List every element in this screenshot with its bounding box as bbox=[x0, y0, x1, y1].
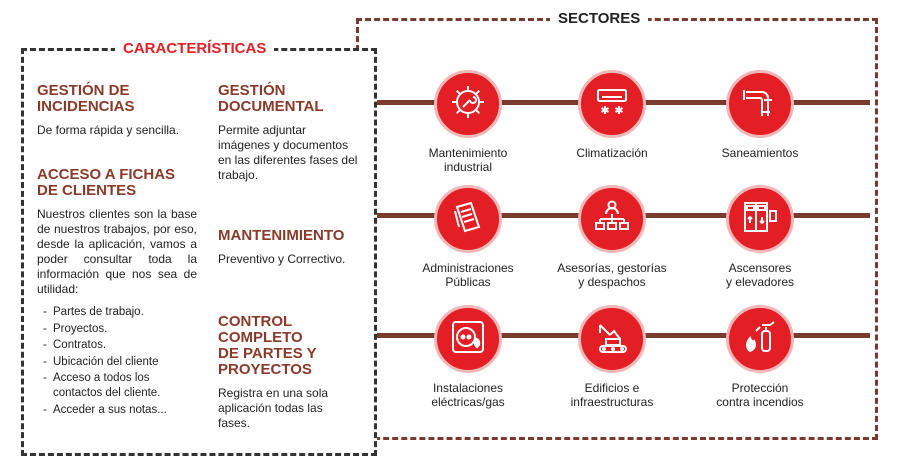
sector-mantenimiento-industrial: Mantenimiento industrial bbox=[388, 70, 548, 174]
feature-acceso-fichas: ACCESO A FICHAS DE CLIENTES Nuestros cli… bbox=[37, 167, 197, 419]
feature-heading: CONTROL COMPLETO DE PARTES Y PROYECTOS bbox=[218, 313, 317, 378]
feature-text: Nuestros clientes son la base de nuestro… bbox=[37, 207, 197, 296]
feature-text: Registra en una sola aplicación todas la… bbox=[218, 386, 329, 430]
feature-heading: GESTIÓN DE INCIDENCIAS bbox=[37, 82, 135, 115]
list-item: Acceso a todos los contactos del cliente… bbox=[37, 371, 197, 400]
sector-instalaciones: Instalaciones eléctricas/gas bbox=[388, 305, 548, 409]
sector-label: Mantenimiento industrial bbox=[428, 146, 508, 174]
sector-circle bbox=[434, 185, 502, 253]
sector-label: Climatización bbox=[576, 146, 648, 160]
sector-proteccion: Protección contra incendios bbox=[680, 305, 840, 409]
feature-text: De forma rápida y sencilla. bbox=[37, 123, 180, 137]
gear-wrench-icon bbox=[448, 82, 488, 127]
elevator-icon bbox=[740, 197, 780, 242]
list-item: Acceder a sus notas... bbox=[37, 403, 197, 418]
pipe-icon bbox=[740, 82, 780, 127]
list-item: Partes de trabajo. bbox=[37, 305, 197, 320]
feature-gestion-incidencias: GESTIÓN DE INCIDENCIAS De forma rápida y… bbox=[37, 83, 197, 138]
feature-control-completo: CONTROL COMPLETO DE PARTES Y PROYECTOS R… bbox=[218, 314, 348, 431]
feature-text: Preventivo y Correctivo. bbox=[218, 252, 346, 266]
sector-edificios: Edificios e infraestructuras bbox=[532, 305, 692, 409]
electric-outlet-icon bbox=[448, 317, 488, 362]
feature-heading: MANTENIMIENTO bbox=[218, 227, 345, 244]
sector-circle bbox=[726, 305, 794, 373]
sector-circle bbox=[726, 185, 794, 253]
list-item: Contratos. bbox=[37, 338, 197, 353]
documents-icon bbox=[448, 197, 488, 242]
sector-circle bbox=[578, 70, 646, 138]
sector-label: Edificios e infraestructuras bbox=[570, 381, 654, 409]
sector-circle bbox=[578, 305, 646, 373]
sector-label: Saneamientos bbox=[721, 146, 799, 160]
sector-circle bbox=[434, 305, 502, 373]
sector-saneamientos: Saneamientos bbox=[680, 70, 840, 160]
crane-icon bbox=[592, 317, 632, 362]
air-conditioner-icon bbox=[592, 82, 632, 127]
fire-extinguisher-icon bbox=[740, 317, 780, 362]
sector-asesorias: Asesorías, gestorías y despachos bbox=[532, 185, 692, 289]
sector-label: Ascensores y elevadores bbox=[725, 261, 795, 289]
feature-heading: GESTIÓN DOCUMENTAL bbox=[218, 82, 324, 115]
list-item: Ubicación del cliente bbox=[37, 355, 197, 370]
org-chart-icon bbox=[592, 197, 632, 242]
caracteristicas-title: CARACTERÍSTICAS bbox=[115, 40, 275, 58]
feature-gestion-documental: GESTIÓN DOCUMENTAL Permite adjuntar imág… bbox=[218, 83, 358, 183]
feature-list: Partes de trabajo. Proyectos. Contratos.… bbox=[37, 305, 197, 417]
feature-text: Permite adjuntar imágenes y documentos e… bbox=[218, 123, 358, 182]
sector-label: Protección contra incendios bbox=[716, 381, 804, 409]
sector-label: Instalaciones eléctricas/gas bbox=[431, 381, 505, 409]
sector-label: Administraciones Públicas bbox=[422, 261, 514, 289]
sectores-title: SECTORES bbox=[550, 10, 649, 28]
sector-circle bbox=[726, 70, 794, 138]
sector-administraciones: Administraciones Públicas bbox=[388, 185, 548, 289]
sector-circle bbox=[578, 185, 646, 253]
list-item: Proyectos. bbox=[37, 322, 197, 337]
sector-label: Asesorías, gestorías y despachos bbox=[557, 261, 667, 289]
feature-heading: ACCESO A FICHAS DE CLIENTES bbox=[37, 166, 176, 199]
sector-circle bbox=[434, 70, 502, 138]
feature-mantenimiento: MANTENIMIENTO Preventivo y Correctivo. bbox=[218, 228, 363, 267]
sector-ascensores: Ascensores y elevadores bbox=[680, 185, 840, 289]
sector-climatizacion: Climatización bbox=[532, 70, 692, 160]
